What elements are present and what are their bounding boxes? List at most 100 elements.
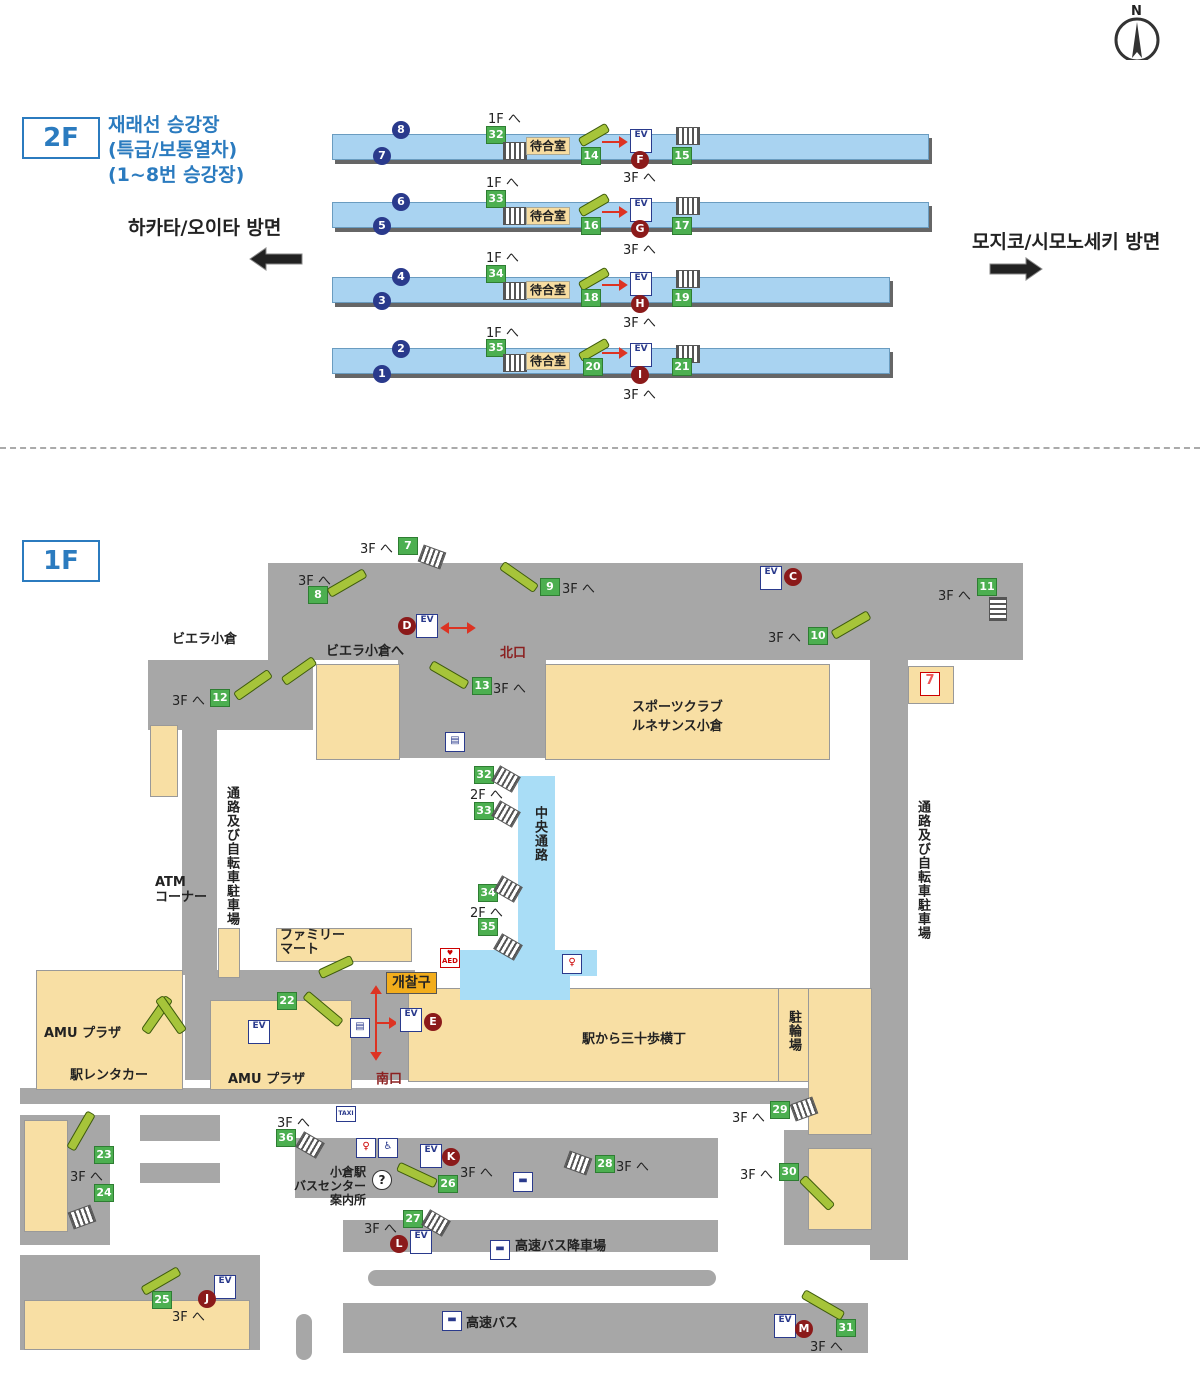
elevator-letter: K [442,1148,460,1166]
floor-2f-title: 재래선 승강장 (특급/보통열차) (1~8번 승강장) [108,113,244,188]
familymart-line1: ファミリー [280,928,346,943]
to-3f-label: 3F へ [298,574,331,589]
ticket-gate: 개찰구 [386,972,437,994]
stairs-icon [503,354,527,372]
passage-bike-left-label: 通路及び自転車駐車場 [224,786,239,926]
stairs-icon [503,282,527,300]
floor-1f-badge: 1F [22,540,100,582]
compass-north-label: N [1131,4,1142,19]
escalator-number: 20 [583,358,603,376]
east-direction-label: 모지코/시모노세키 방면 [972,231,1161,253]
stair-number: 26 [438,1175,458,1193]
north-exit-label: 北口 [500,646,527,661]
elevator-letter: G [631,220,649,238]
bike-parking-label: 駐輪場 [786,1010,801,1052]
wheelchair-icon: ♿ [378,1138,398,1158]
stair-number: 23 [94,1146,114,1164]
restroom-icon: ♀ [562,954,582,974]
to-1f-label: 1F へ [486,176,519,191]
escalator-number: 18 [581,289,601,307]
elevator-icon: EV [630,343,652,367]
to-3f-label: 3F へ [277,1116,310,1131]
escalator-number: 14 [581,147,601,165]
stair-number: 13 [472,677,492,695]
stair-number: 11 [977,578,997,596]
track-number: 6 [392,193,410,211]
stairs-icon [676,197,700,215]
amu-plaza-left-label: AMU プラザ [44,1026,122,1041]
stair-number: 34 [478,884,498,902]
stairs-icon [503,142,527,160]
stair-number: 15 [672,147,692,165]
stair-number: 24 [94,1184,114,1202]
elevator-icon: EV [248,1020,270,1044]
bus-center-line3: 案内所 [329,1193,366,1207]
elevator-icon: EV [420,1144,442,1168]
bus-icon: ▬ [513,1172,533,1192]
to-3f-label: 3F へ [740,1168,773,1183]
locker-icon: ▤ [350,1018,370,1038]
compass: N [1112,4,1164,60]
sports-club-label: スポーツクラブ ルネサンス小倉 [632,696,723,734]
elevator-letter: H [631,295,649,313]
stair-number: 17 [672,217,692,235]
transfer-arrow-south [370,985,396,1061]
elevator-icon: EV [630,129,652,153]
stair-number: 33 [474,802,494,820]
track-number: 3 [373,292,391,310]
track-number: 5 [373,217,391,235]
stair-number: 7 [398,537,418,555]
to-1f-label: 1F へ [486,326,519,341]
to-2f-label: 2F へ [470,906,503,921]
floor-2f-title-line3: (1~8번 승강장) [108,164,245,186]
bus-center-label: 小倉駅 バスセンター 案内所 [280,1165,366,1207]
waiting-room: 待合室 [526,207,571,225]
elevator-icon: EV [630,198,652,222]
to-3f-label: 3F へ [810,1340,843,1355]
stair-number: 10 [808,627,828,645]
elevator-icon: EV [400,1008,422,1032]
elevator-letter: E [424,1013,442,1031]
elevator-letter: L [390,1235,408,1253]
info-icon: ? [372,1170,392,1190]
biera-kokura-label: ビエラ小倉 [172,632,238,647]
stairs-icon [989,597,1007,621]
sanjuppo-label: 駅から三十歩横丁 [582,1032,687,1047]
central-passage-label: 中央通路 [532,806,547,862]
stair-number: 29 [770,1101,790,1119]
aed-icon: ♥AED [440,948,460,968]
atm-line1: ATM [155,875,186,890]
to-3f-label: 3F へ [623,243,656,258]
sports-club-line1: スポーツクラブ [632,700,723,715]
stair-number: 27 [403,1210,423,1228]
to-2f-label: 2F へ [470,788,503,803]
track-number: 8 [392,121,410,139]
elevator-icon: EV [214,1275,236,1299]
elevator-letter: J [198,1290,216,1308]
stair-number: 34 [486,265,506,283]
familymart-label: ファミリー マート [280,929,345,957]
compass-icon [1114,17,1160,60]
stair-number: 21 [672,358,692,376]
stairs-icon [676,270,700,288]
bus-center-line1: 小倉駅 [329,1165,366,1179]
arrow-right-icon [989,257,1043,281]
elevator-letter: F [631,151,649,169]
restroom-icon: ♀ [356,1138,376,1158]
bus-icon: ▬ [490,1240,510,1260]
transfer-arrows [602,136,628,359]
to-1f-label: 1F へ [486,251,519,266]
stair-number: 35 [478,918,498,936]
track-number: 1 [373,365,391,383]
rent-a-car-label: 駅レンタカー [70,1068,149,1083]
waiting-room: 待合室 [526,281,571,299]
to-biera-label: ビエラ小倉へ [326,644,405,659]
highway-bus-drop-label: 高速バス降車場 [515,1239,607,1254]
stair-number: 36 [276,1129,296,1147]
to-3f-label: 3F へ [768,631,801,646]
stair-number: 32 [474,766,494,784]
to-3f-label: 3F へ [732,1111,765,1126]
stairs-icon [491,800,521,828]
elevator-icon: EV [760,566,782,590]
elevator-icon: EV [410,1230,432,1254]
